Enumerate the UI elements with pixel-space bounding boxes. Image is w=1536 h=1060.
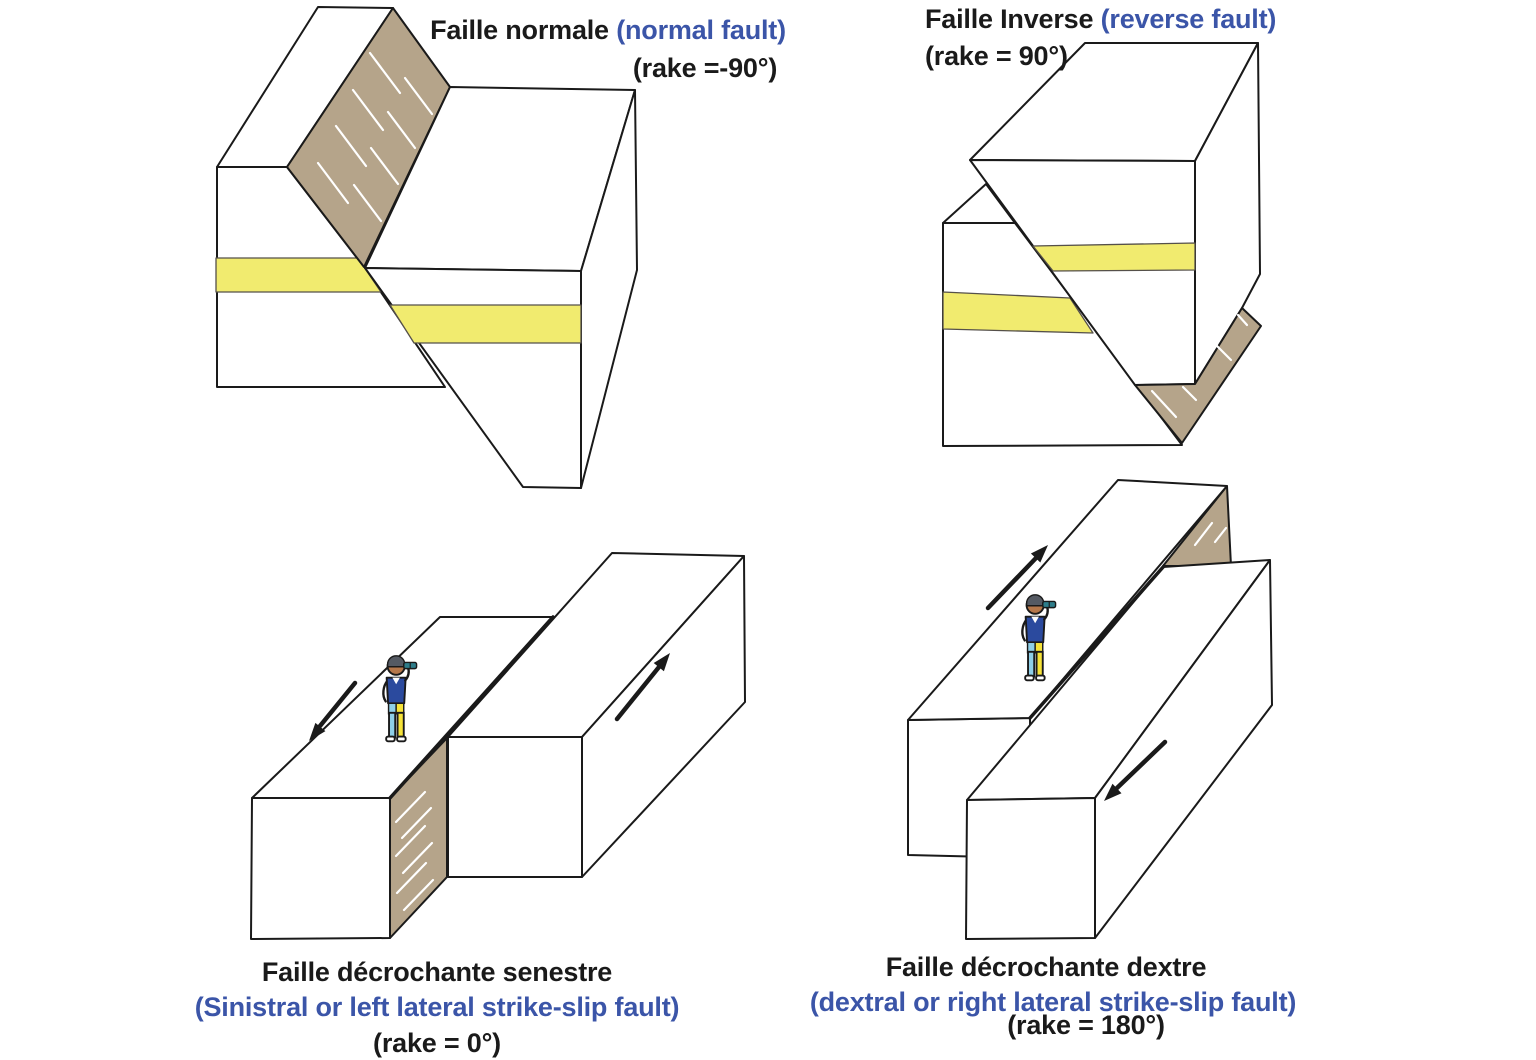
reverse-fault-title-en: (reverse fault)	[1100, 4, 1277, 34]
marker-bed-footwall	[942, 291, 1094, 334]
slip-arrow-near-block	[309, 680, 358, 741]
sinistral-fault-subtitle: (Sinistral or left lateral strike-slip f…	[194, 992, 680, 1022]
normal-fault-title-en: (normal fault)	[616, 15, 786, 45]
normal-fault-title-fr: Faille normale	[430, 15, 609, 45]
slickenlines	[1193, 521, 1228, 547]
slip-arrow-near-block	[1104, 739, 1168, 801]
footwall-front-face	[942, 222, 1183, 447]
reverse-fault-rake: (rake = 90°)	[925, 41, 1068, 71]
marker-bed-footwall	[215, 257, 382, 293]
dextral-fault-title: Faille décrochante dextre	[885, 952, 1207, 982]
exposed-fault-surface	[1134, 307, 1262, 444]
sinistral-fault-rake: (rake = 0°)	[373, 1028, 501, 1058]
marker-bed-hangingwall	[1032, 242, 1196, 272]
slip-arrow-far-block	[985, 545, 1048, 611]
normal-fault-diagram	[215, 6, 638, 489]
slickenlines	[316, 51, 434, 223]
reverse-fault-diagram	[942, 42, 1262, 447]
slickenlines	[1150, 313, 1249, 419]
reverse-fault-title: Faille Inverse (reverse fault)	[925, 3, 1276, 35]
sinistral-fault-diagram	[250, 552, 746, 940]
slip-arrow-far-block	[614, 653, 670, 722]
fault-trace-line	[1028, 564, 1166, 720]
far-block-front-face	[447, 736, 583, 878]
near-block-front-face	[250, 797, 391, 940]
near-block-side-face	[1094, 559, 1273, 939]
fault-trace-line	[388, 615, 555, 800]
near-block-front-face	[965, 797, 1096, 940]
dextral-fault-subtitle: (dextral or right lateral strike-slip fa…	[809, 987, 1297, 1017]
normal-fault-rake: (rake =-90°)	[632, 53, 778, 83]
sinistral-fault-title: Faille décrochante senestre	[261, 957, 613, 987]
dextral-fault-rake: (rake = 180°)	[1007, 1010, 1165, 1040]
reverse-fault-title-fr: Faille Inverse	[925, 4, 1094, 34]
normal-fault-title: Faille normale (normal fault)	[430, 14, 786, 46]
dextral-fault-diagram	[907, 479, 1273, 940]
marker-bed-hangingwall	[389, 304, 582, 344]
